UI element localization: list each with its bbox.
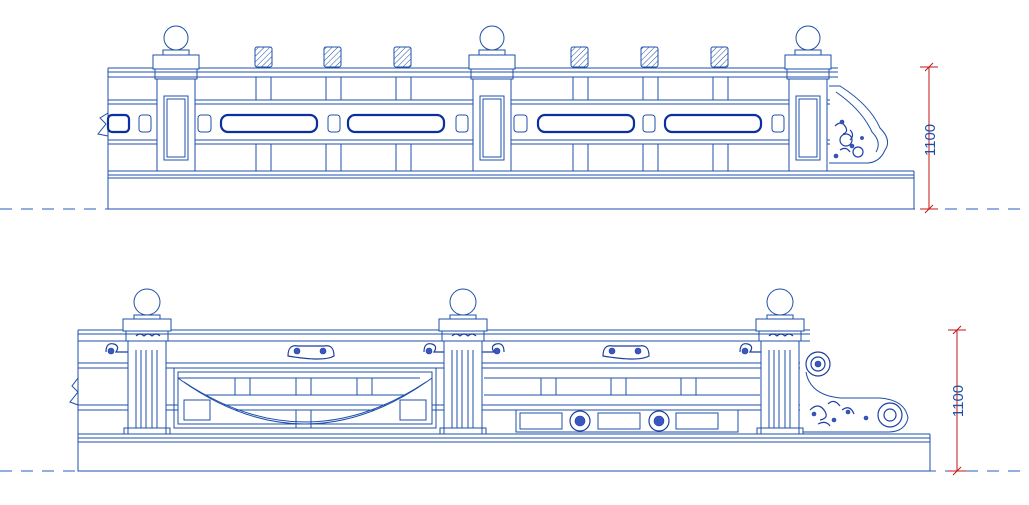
dimension-bottom: 1100 — [948, 325, 967, 476]
balusters-bottom — [178, 377, 760, 428]
end-bracket-ornament-top — [829, 85, 889, 164]
break-line-top — [97, 112, 109, 137]
balusters-top — [255, 77, 729, 171]
end-scroll-ornament-bottom — [803, 351, 909, 433]
post-top-2 — [468, 25, 516, 172]
plinth-top — [107, 170, 915, 210]
hatched-blocks-top — [254, 46, 729, 68]
break-line-bottom — [69, 377, 79, 406]
plinth-bottom — [77, 433, 931, 472]
post-bottom-3 — [755, 288, 805, 435]
post-top-3 — [784, 25, 832, 172]
elevation-bottom: 1100 — [0, 288, 1029, 476]
elevation-top: 1100 — [0, 25, 1029, 214]
height-dimension-label-top: 1100 — [922, 124, 939, 156]
post-bottom-1 — [122, 288, 172, 435]
height-dimension-label-bottom: 1100 — [950, 385, 967, 417]
dimension-top: 1100 — [920, 62, 939, 214]
middle-band-panels-top — [106, 113, 785, 134]
post-bottom-2 — [438, 288, 488, 435]
rosette-panel-bottom — [515, 409, 739, 433]
arched-panel-bottom — [173, 367, 437, 429]
post-top-1 — [152, 25, 200, 172]
